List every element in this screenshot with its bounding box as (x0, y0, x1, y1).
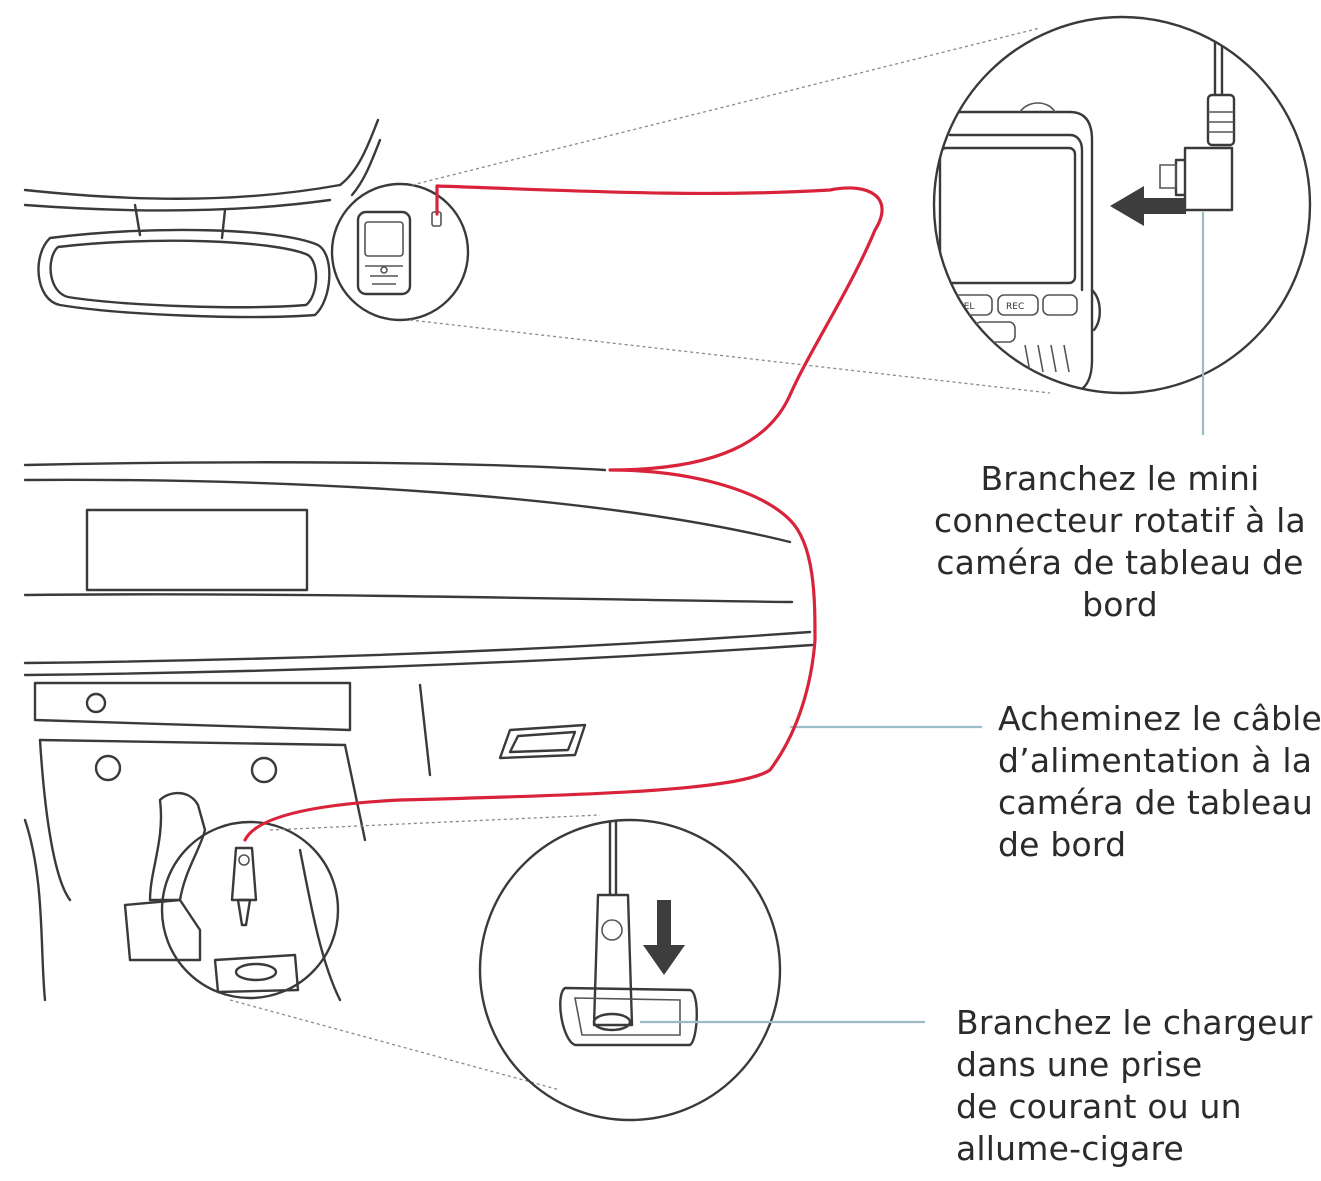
svg-text:REC: REC (1006, 302, 1024, 312)
dashcam-icon (358, 212, 410, 294)
left-arrow-icon (1110, 186, 1186, 226)
callout-line: caméra de tableau (998, 782, 1318, 824)
callout-line: Acheminez le câble (998, 698, 1318, 740)
charger-zoom-small (162, 815, 600, 1090)
down-arrow-icon (643, 900, 685, 975)
dashboard-outline (25, 462, 812, 1000)
charger-zoom-circle (480, 815, 780, 1120)
dashcam-zoom-small (332, 28, 1050, 393)
callout-line: connecteur rotatif à la (930, 500, 1310, 542)
connector-zoom-circle: SEL REC (930, 17, 1310, 395)
callout-line: de courant ou un (956, 1086, 1316, 1128)
callout-plug-charger: Branchez le chargeur dans une prise de c… (956, 1002, 1316, 1170)
rear-view-mirror-icon (25, 120, 380, 317)
callout-route-cable: Acheminez le câble d’alimentation à la c… (998, 698, 1318, 866)
car-charger-icon (232, 848, 256, 925)
callout-line: allume-cigare (956, 1128, 1316, 1170)
callout-line: dans une prise (956, 1044, 1316, 1086)
callout-line: Branchez le mini (930, 458, 1310, 500)
callout-line: de bord (998, 824, 1318, 866)
callout-line: Branchez le chargeur (956, 1002, 1316, 1044)
callout-line: d’alimentation à la (998, 740, 1318, 782)
callout-line: bord (930, 584, 1310, 626)
callout-connect-camera: Branchez le mini connecteur rotatif à la… (930, 458, 1310, 626)
callout-line: caméra de tableau de (930, 542, 1310, 584)
